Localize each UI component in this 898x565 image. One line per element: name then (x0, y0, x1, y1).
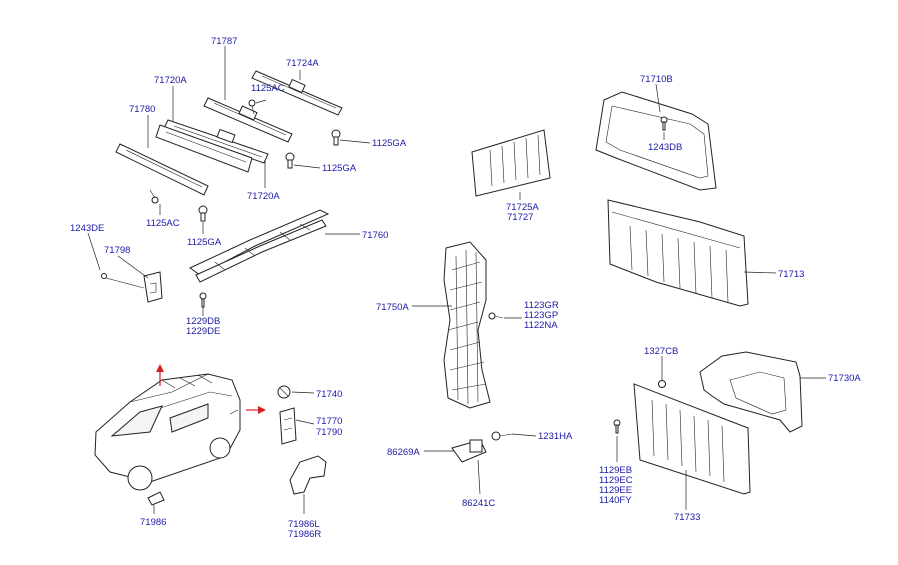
label-71724a: 71724A (286, 58, 319, 69)
leader-lines (87, 46, 826, 514)
screw-1125ac-bot (149, 189, 159, 204)
label-71770: 71770 (316, 416, 342, 427)
label-1231ha: 1231HA (538, 431, 573, 442)
label-71725a: 71725A (506, 202, 539, 213)
label-1123gp: 1123GP (524, 310, 558, 321)
label-1129ec: 1129EC (599, 475, 633, 486)
label-86269a: 86269A (387, 447, 420, 458)
label-1125ga-a: 1125GA (372, 138, 407, 149)
van-illustration (94, 373, 241, 491)
part-71720a-rail (163, 119, 269, 164)
part-71787-rail (203, 97, 293, 143)
label-71750a: 71750A (376, 302, 409, 313)
label-71790: 71790 (316, 427, 342, 438)
label-71986: 71986 (140, 517, 166, 528)
label-1123gr: 1123GR (524, 300, 559, 311)
screw-1125ac-top (248, 99, 256, 115)
label-1140fy: 1140FY (599, 495, 632, 506)
label-71798: 71798 (104, 245, 130, 256)
part-71720a-lower-rail (155, 124, 253, 173)
screw-1243de (101, 273, 145, 289)
label-71730a: 71730A (828, 373, 861, 384)
label-71740: 71740 (316, 389, 342, 400)
label-1125ga-c: 1125GA (187, 237, 222, 248)
red-arrow-up (156, 364, 164, 386)
part-71724a-rail (251, 70, 343, 116)
label-1125ac-top: 1125AC (251, 83, 285, 94)
screw-1129eb (613, 419, 621, 434)
label-71760: 71760 (362, 230, 388, 241)
label-71710b: 71710B (640, 74, 673, 85)
label-1125ac-bot: 1125AC (146, 218, 180, 229)
label-1229db: 1229DB (186, 316, 220, 327)
bolt-1125ga-b (285, 152, 295, 169)
part-71730a-housing (699, 351, 803, 433)
label-1129eb: 1129EB (599, 465, 632, 476)
screw-1243db (660, 116, 668, 131)
label-71727: 71727 (507, 212, 533, 223)
part-71780-rail (115, 143, 209, 196)
part-71740-clip (277, 385, 291, 399)
label-71986r: 71986R (288, 529, 321, 540)
screw-1123gr (488, 312, 504, 320)
label-1129ee: 1129EE (599, 485, 632, 496)
part-71750a-grid (443, 241, 491, 409)
label-71720a-bot: 71720A (247, 191, 280, 202)
label-71720a-top: 71720A (154, 75, 187, 86)
part-71710b-frame (595, 91, 717, 191)
part-71725a-panel (471, 129, 551, 197)
part-71986-clip (147, 491, 165, 506)
part-71798-bracket (143, 271, 163, 303)
label-71733: 71733 (674, 512, 700, 523)
label-71780: 71780 (129, 104, 155, 115)
part-71986l-bracket (289, 455, 327, 495)
label-1243db: 1243DB (648, 142, 682, 153)
part-71770-bracket (279, 407, 297, 445)
label-1229de: 1229DE (186, 326, 220, 337)
label-1243de: 1243DE (70, 223, 104, 234)
label-1122na: 1122NA (524, 320, 558, 331)
bolt-1125ga-a (331, 129, 341, 146)
part-71713-panel (607, 199, 749, 307)
part-71733-board (633, 383, 751, 495)
label-1125ga-b: 1125GA (322, 163, 357, 174)
part-labels: 71787 71724A 71720A 1125AC 71780 1125GA … (70, 36, 861, 540)
nut-1327cb (658, 380, 666, 388)
part-71760-cross-member (189, 209, 330, 283)
label-71713: 71713 (778, 269, 804, 280)
screw-1229db (199, 292, 207, 308)
label-1327cb: 1327CB (644, 346, 678, 357)
red-arrow-right (246, 406, 266, 414)
bolt-1125ga-c (198, 205, 208, 222)
label-71986l: 71986L (288, 519, 320, 530)
label-86241c: 86241C (462, 498, 495, 509)
part-86269a-fitting (451, 431, 513, 463)
label-71787: 71787 (211, 36, 237, 47)
